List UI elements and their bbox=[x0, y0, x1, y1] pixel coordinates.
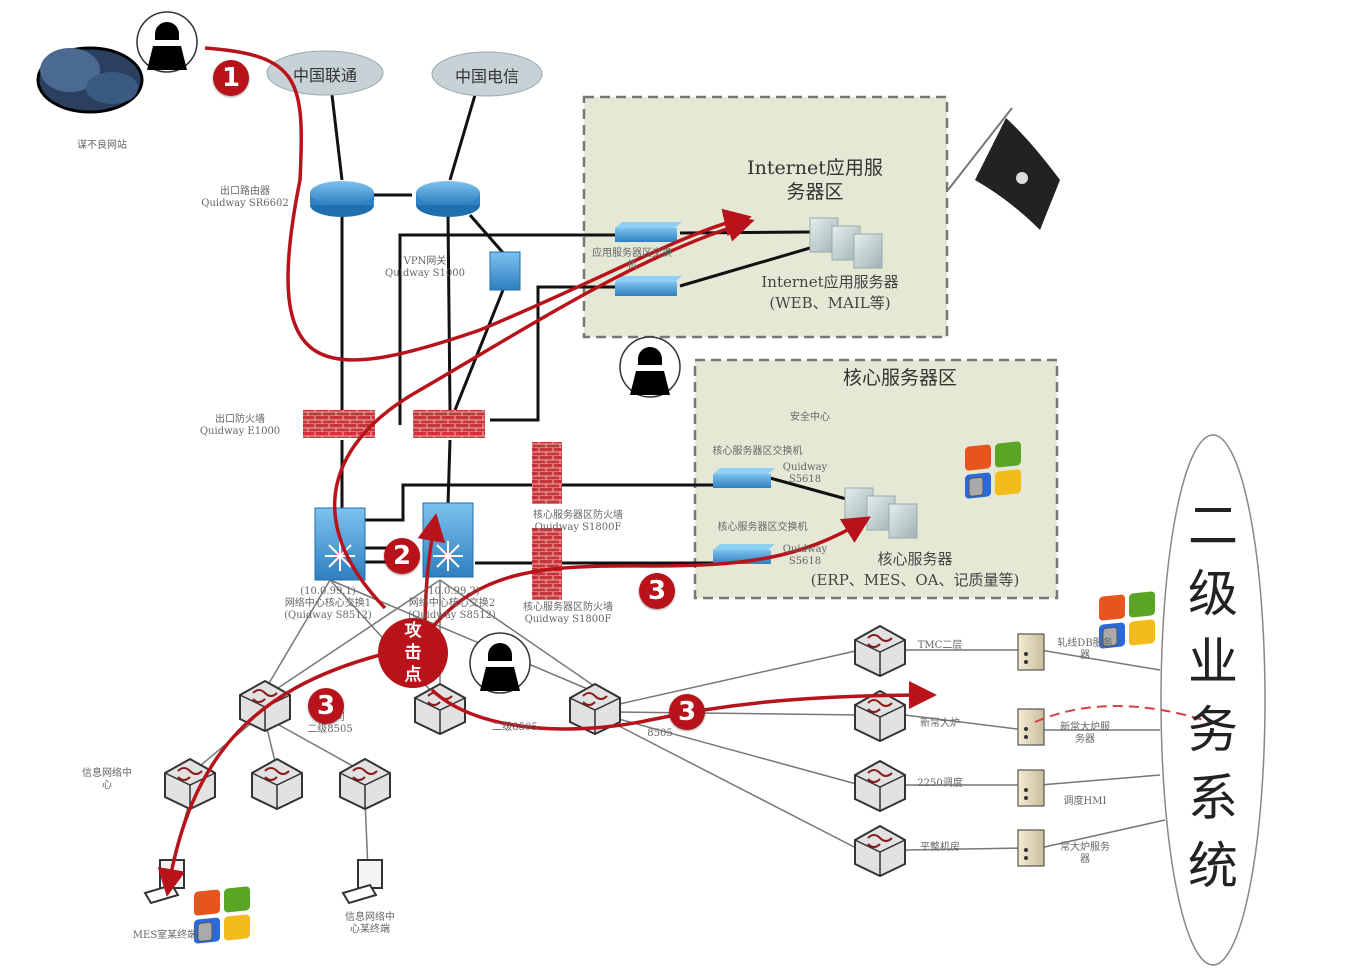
china-telecom-cloud-icon bbox=[431, 51, 543, 97]
internet-zone-title: Internet应用服 务器区 bbox=[747, 157, 883, 203]
core-zone-switch-1-label: 核心服务器区交换机 bbox=[712, 446, 803, 457]
bad-website-cloud-icon bbox=[36, 46, 144, 114]
internet-servers-label: Internet应用服务器 (WEB、MAIL等) bbox=[761, 273, 899, 312]
mes-terminal-icon bbox=[143, 859, 185, 905]
windows-logo-icon bbox=[194, 886, 250, 944]
bad-website-label: 谋不良网站 bbox=[77, 140, 127, 151]
secondary-business-system-label: 二 级 业 务 系 统 bbox=[1173, 492, 1253, 900]
tower-server-icon bbox=[1017, 829, 1045, 867]
internet-servers-icon bbox=[809, 217, 883, 269]
attack-path-2 bbox=[417, 513, 446, 631]
step-badge-2: 2 bbox=[384, 538, 420, 574]
exit-router-label: 出口路由器 Quidway SR6602 bbox=[201, 186, 289, 209]
dashed-attack-link bbox=[1034, 705, 1211, 723]
access-switches bbox=[164, 624, 906, 878]
access-switch-icon bbox=[164, 757, 216, 811]
attack-path-to-internet bbox=[333, 214, 755, 610]
app-zone-switch-icon bbox=[615, 222, 682, 242]
info-center-label: 信息网络中 心 bbox=[82, 768, 132, 791]
access-switch-icon bbox=[339, 757, 391, 811]
secondary-servers bbox=[1017, 633, 1045, 867]
core-zone-switch-icon bbox=[713, 468, 775, 488]
windows-logo-icon bbox=[965, 441, 1021, 499]
hacker-icon bbox=[136, 11, 198, 73]
internet-server-zone bbox=[582, 95, 949, 339]
srv-flat-label: 常大炉服务 器 bbox=[1060, 842, 1110, 865]
access-switch-icon bbox=[854, 759, 906, 813]
sw-new-furnace-label: 新常大炉 bbox=[920, 718, 960, 729]
attack-point: 攻 击 点 bbox=[378, 618, 448, 688]
core-servers-label: 核心服务器 (ERP、MES、OA、记质量等) bbox=[810, 550, 1020, 589]
tower-server-icon bbox=[1017, 769, 1045, 807]
sw-2250-label: 2250调度 bbox=[917, 778, 963, 789]
label-char: 务 bbox=[1188, 701, 1238, 759]
core-zone-firewall-icon bbox=[532, 528, 562, 600]
srv-new-furnace-label: 新常大炉服 务器 bbox=[1060, 722, 1110, 745]
srv-2250-label: 调度HMI bbox=[1063, 796, 1107, 807]
mes-terminal-label: MES室某终端 bbox=[132, 930, 198, 941]
exit-router-icon bbox=[310, 181, 374, 217]
vpn-gateway-icon bbox=[489, 251, 521, 291]
access-switch-icon bbox=[854, 824, 906, 878]
hacker-icon bbox=[619, 336, 681, 398]
core-switch-1-label: (10.0.99.1) 网络中心核心交换1 (Quidway S8512) bbox=[284, 586, 372, 621]
step-badge-1: 1 bbox=[213, 60, 249, 96]
vpn-gateway-label: VPN网关 Quidway S1000 bbox=[385, 256, 465, 279]
china-telecom-label: 中国电信 bbox=[454, 67, 519, 86]
attack-path-3-mes bbox=[157, 653, 381, 897]
label-char: 统 bbox=[1188, 837, 1238, 895]
label-char: 级 bbox=[1188, 565, 1238, 623]
pirate-flag-icon bbox=[947, 107, 1060, 230]
core-firewall-label-upper: 核心服务器区防火墙 Quidway S1800F bbox=[533, 510, 623, 533]
attack-path-3-secondary bbox=[430, 681, 937, 731]
core-zone-switch-2-model: Quidway S5618 bbox=[782, 544, 828, 567]
router-icon bbox=[416, 181, 480, 217]
app-switch-label: 应用服务器区交换 机 bbox=[592, 248, 672, 271]
core-firewall-label-lower: 核心服务器区防火墙 Quidway S1800F bbox=[523, 602, 613, 625]
core-servers-icon bbox=[844, 487, 918, 539]
china-unicom-label: 中国联通 bbox=[292, 66, 357, 85]
info-center-terminal-icon bbox=[341, 859, 383, 905]
step-badge-3: 3 bbox=[669, 694, 705, 730]
core-zone-switch-2-label: 核心服务器区交换机 bbox=[717, 522, 808, 533]
access-switch-icon bbox=[414, 682, 466, 736]
china-unicom-cloud-icon bbox=[266, 50, 384, 96]
core-zone-title: 核心服务器区 bbox=[842, 367, 957, 389]
label-char: 二 bbox=[1188, 497, 1238, 555]
access-switch-icon bbox=[854, 689, 906, 743]
security-center-label: 安全中心 bbox=[790, 412, 830, 423]
secondary-business-system-ellipse bbox=[1160, 434, 1266, 966]
step-badge-3: 3 bbox=[308, 688, 344, 724]
attack-path-1 bbox=[204, 46, 752, 362]
attack-paths bbox=[157, 46, 937, 897]
label-char: 系 bbox=[1188, 769, 1238, 827]
srv-tmc-label: 轧线DB服务 器 bbox=[1057, 638, 1113, 661]
exit-firewall-label: 出口防火墙 Quidway E1000 bbox=[199, 414, 281, 437]
info-terminal-label: 信息网络中 心某终端 bbox=[345, 912, 395, 935]
attack-point-char: 攻 bbox=[404, 621, 422, 641]
core-switch-2-label: (10.0.99.2) 网络中心核心交换2 (Quidway S8512) bbox=[408, 586, 496, 621]
hacker-icon bbox=[469, 632, 531, 694]
access-switch-icon bbox=[251, 757, 303, 811]
second-8505-label: 二级8505 bbox=[492, 722, 538, 733]
tower-server-icon bbox=[1017, 708, 1045, 746]
windows-logos bbox=[194, 441, 1155, 944]
core-zone-switch-1-model: Quidway S5618 bbox=[782, 462, 828, 485]
firewall-icon bbox=[413, 410, 485, 438]
label-char: 业 bbox=[1188, 633, 1238, 691]
attack-point-char: 击 bbox=[404, 643, 422, 663]
access-switch-icon bbox=[854, 624, 906, 678]
tower-server-icon bbox=[1017, 633, 1045, 671]
access-switch-icon bbox=[569, 682, 621, 736]
core-zone-firewall-icon bbox=[532, 442, 562, 504]
windows-logo-icon bbox=[1099, 591, 1155, 649]
third-8505-label: 8505 bbox=[647, 728, 673, 739]
sw-tmc-label: TMC二层 bbox=[917, 640, 963, 651]
attack-path-3-core bbox=[428, 516, 871, 632]
app-zone-switch-icon bbox=[615, 276, 682, 296]
sw-flat-label: 平整机房 bbox=[920, 842, 960, 853]
step-badge-3: 3 bbox=[639, 573, 675, 609]
attack-point-char: 点 bbox=[404, 665, 422, 685]
